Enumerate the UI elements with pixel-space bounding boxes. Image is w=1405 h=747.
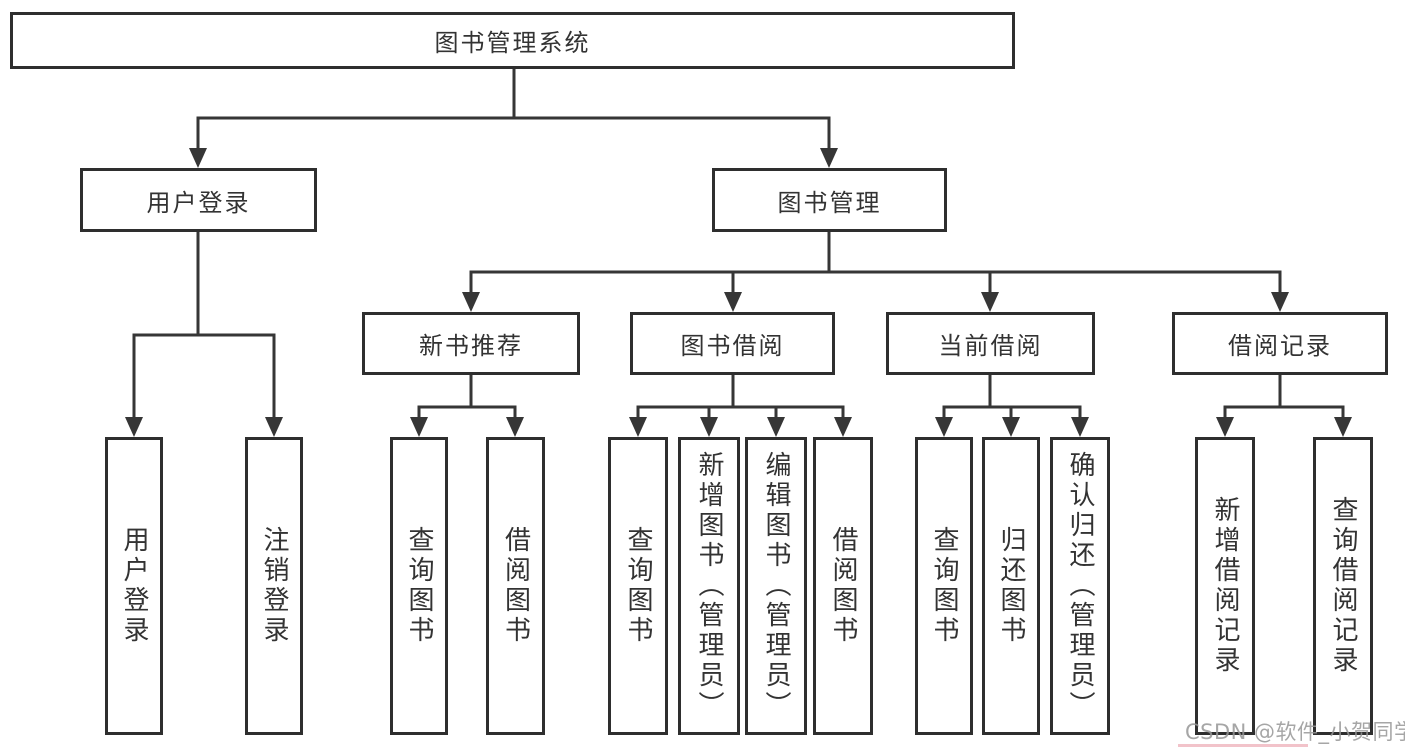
- node-label: 借阅图书: [500, 526, 531, 646]
- leaf-query-book-recommend: 查询图书: [390, 437, 448, 735]
- node-label: 新增图书（管理员）: [694, 451, 724, 721]
- node-label: 当前借阅: [938, 332, 1043, 360]
- node-label: 用户登录: [146, 188, 251, 217]
- node-label: 图书管理系统: [434, 29, 591, 57]
- node-current-borrow: 当前借阅: [886, 312, 1095, 375]
- node-label: 查询图书: [404, 526, 434, 646]
- node-label: 图书管理: [777, 188, 882, 217]
- leaf-query-borrow-record: 查询借阅记录: [1313, 437, 1373, 735]
- node-label: 借阅记录: [1228, 332, 1332, 360]
- node-label: 新书推荐: [419, 332, 523, 360]
- node-label: 借阅图书: [828, 526, 858, 646]
- leaf-user-login: 用户登录: [105, 437, 163, 735]
- node-label: 查询图书: [623, 526, 653, 646]
- csdn-watermark: CSDN @软件_小贺同学: [1185, 720, 1405, 744]
- leaf-logout: 注销登录: [245, 437, 303, 735]
- leaf-edit-book-admin: 编辑图书（管理员）: [745, 437, 807, 735]
- watermark-pink-strip: [1178, 744, 1308, 747]
- node-book-management: 图书管理: [712, 168, 947, 232]
- leaf-query-book-borrow: 查询图书: [608, 437, 668, 735]
- node-label: 归还图书: [996, 526, 1026, 646]
- leaf-query-book-current: 查询图书: [915, 437, 973, 735]
- leaf-return-book: 归还图书: [982, 437, 1040, 735]
- leaf-add-borrow-record: 新增借阅记录: [1195, 437, 1255, 735]
- arrowheads: [125, 148, 1352, 437]
- node-label: 确认归还（管理员）: [1065, 451, 1095, 721]
- leaf-add-book-admin: 新增图书（管理员）: [678, 437, 740, 735]
- node-label: 用户登录: [119, 526, 149, 646]
- leaf-confirm-return-admin: 确认归还（管理员）: [1050, 437, 1110, 735]
- node-label: 图书借阅: [680, 332, 785, 360]
- node-borrow-records: 借阅记录: [1172, 312, 1388, 375]
- node-label: 查询借阅记录: [1328, 496, 1358, 676]
- node-library-management-system: 图书管理系统: [10, 12, 1015, 69]
- node-label: 新增借阅记录: [1210, 496, 1240, 676]
- node-user-login: 用户登录: [80, 168, 317, 232]
- node-label: 注销登录: [259, 526, 289, 646]
- node-new-book-recommend: 新书推荐: [362, 312, 580, 375]
- leaf-borrow-book: 借阅图书: [813, 437, 873, 735]
- node-label: 编辑图书（管理员）: [761, 451, 791, 721]
- node-label: 查询图书: [929, 526, 959, 646]
- leaf-borrow-book-recommend: 借阅图书: [486, 437, 545, 735]
- node-book-borrow: 图书借阅: [630, 312, 835, 375]
